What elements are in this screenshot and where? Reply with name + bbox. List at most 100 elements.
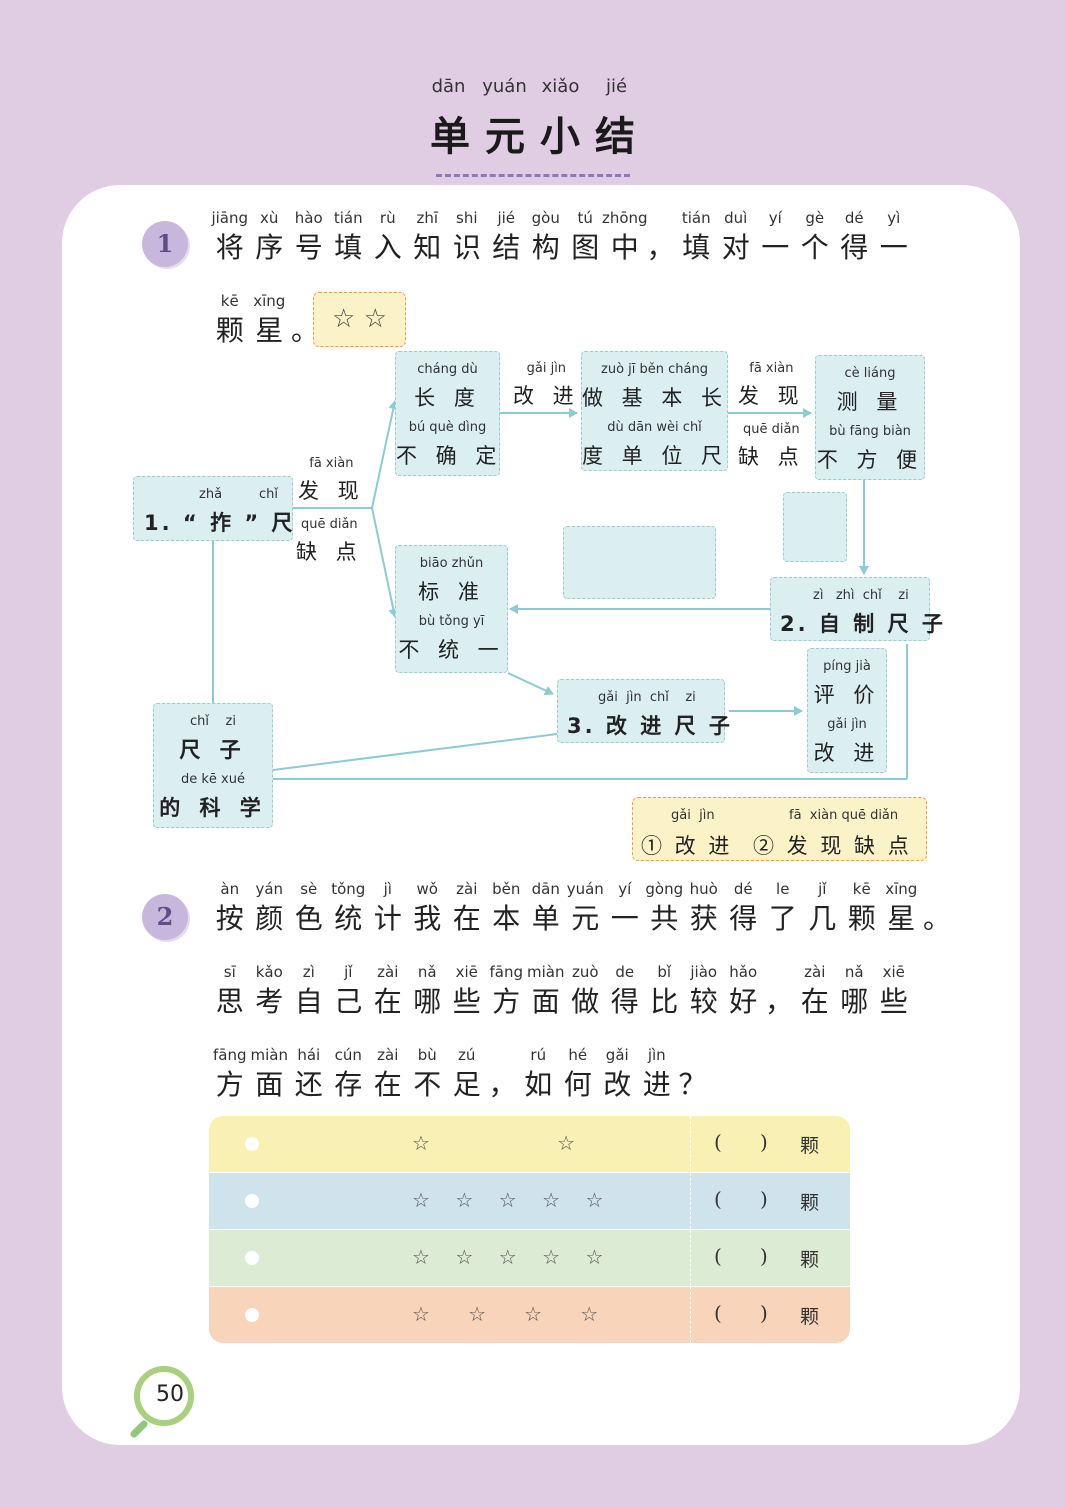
title-pinyin: dān yuán xiǎo jié [431,76,628,97]
pinyin [500,1048,505,1063]
pinyin: xīng [253,292,286,310]
pinyin [690,1048,695,1063]
column-divider [690,1230,691,1286]
answer-blank[interactable]: ( ) [714,1187,768,1211]
hanzi: 一 [761,231,790,264]
pinyin [935,882,940,897]
column-divider [690,1116,691,1172]
pinyin: zì [302,963,315,981]
star-row: ☆ ☆ ☆ ☆ ☆ [412,1245,604,1269]
node-zi-zhi-chi-zi: zì zhì chǐ zi 2. 自 制 尺 子 [770,577,943,641]
hanzi: 识 [452,231,481,264]
node-pingjia-gaijin: píng jià 评 价 gǎi jìn 改 进 [807,648,887,773]
hanzi: 思 [215,985,244,1018]
label-quedian-1: quē diǎn 缺 点 [296,517,363,564]
hanzi: 得 [610,985,639,1018]
pinyin: kǎo [255,963,283,981]
hanzi: 填 [682,231,711,264]
hanzi: ， [488,1068,517,1101]
hanzi: 进 [642,1068,671,1101]
pinyin: tú [577,209,593,227]
pinyin: jiào [690,963,718,981]
hanzi: 构 [531,231,560,264]
node-zha-chi: zhǎ chǐ 1. “ 拃 ” 尺 [133,476,293,541]
unit-label: 颗 [800,1135,820,1157]
pinyin: hǎo [729,963,758,981]
char-segment: xù 序 [250,211,290,262]
hanzi: 改 [603,1068,632,1101]
node-chizi-de-kexue: chǐ zi 尺 子 de kē xué 的 科 学 [153,703,273,828]
pinyin: dé [844,209,864,227]
pinyin: xīng [885,880,918,898]
pinyin: xù [260,209,279,227]
hanzi: 中 [610,231,639,264]
hanzi: 计 [373,902,402,935]
hanzi: 些 [452,985,481,1018]
pinyin: xiē [882,963,905,981]
pinyin: dān [531,880,560,898]
pinyin: sī [223,963,236,981]
star-reward-box: ☆ ☆ [313,292,406,347]
hanzi: 考 [255,985,284,1018]
pinyin: gǎi [605,1046,629,1064]
pinyin: fāng [212,1046,247,1064]
char-segment: ？ [677,1048,709,1099]
pinyin: tǒng [331,880,366,898]
unit-label: 颗 [800,1249,820,1271]
page-number: 50 [156,1382,184,1407]
hanzi: 存 [334,1068,363,1101]
hanzi: 知 [413,231,442,264]
pinyin: zú [458,1046,476,1064]
bullet-dot [245,1194,259,1208]
pinyin: zuò [571,963,599,981]
hanzi: 何 [563,1068,592,1101]
pinyin: yí [618,880,632,898]
label-quedian-2: quē diǎn 缺 点 [738,422,805,469]
hanzi: 序 [255,231,284,264]
hanzi: 本 [492,902,521,935]
blank-answer-box-2[interactable] [563,526,716,599]
bullet-dot [245,1137,259,1151]
answer-blank[interactable]: ( ) [714,1244,768,1268]
pinyin: rù [379,209,396,227]
hanzi: 在 [452,902,481,935]
unit-label: 颗 [800,1306,820,1328]
pinyin: cún [334,1046,362,1064]
column-divider [690,1287,691,1343]
pinyin: zài [804,963,826,981]
char-segment: ， [487,1048,519,1099]
hanzi: 按 [215,902,244,935]
answer-blank[interactable]: ( ) [714,1301,768,1325]
answer-blank[interactable]: ( ) [714,1130,768,1154]
blank-answer-box-1[interactable] [783,492,847,562]
hanzi: 对 [721,231,750,264]
hanzi: 元 [571,902,600,935]
question-number-2: 2 [142,894,188,940]
